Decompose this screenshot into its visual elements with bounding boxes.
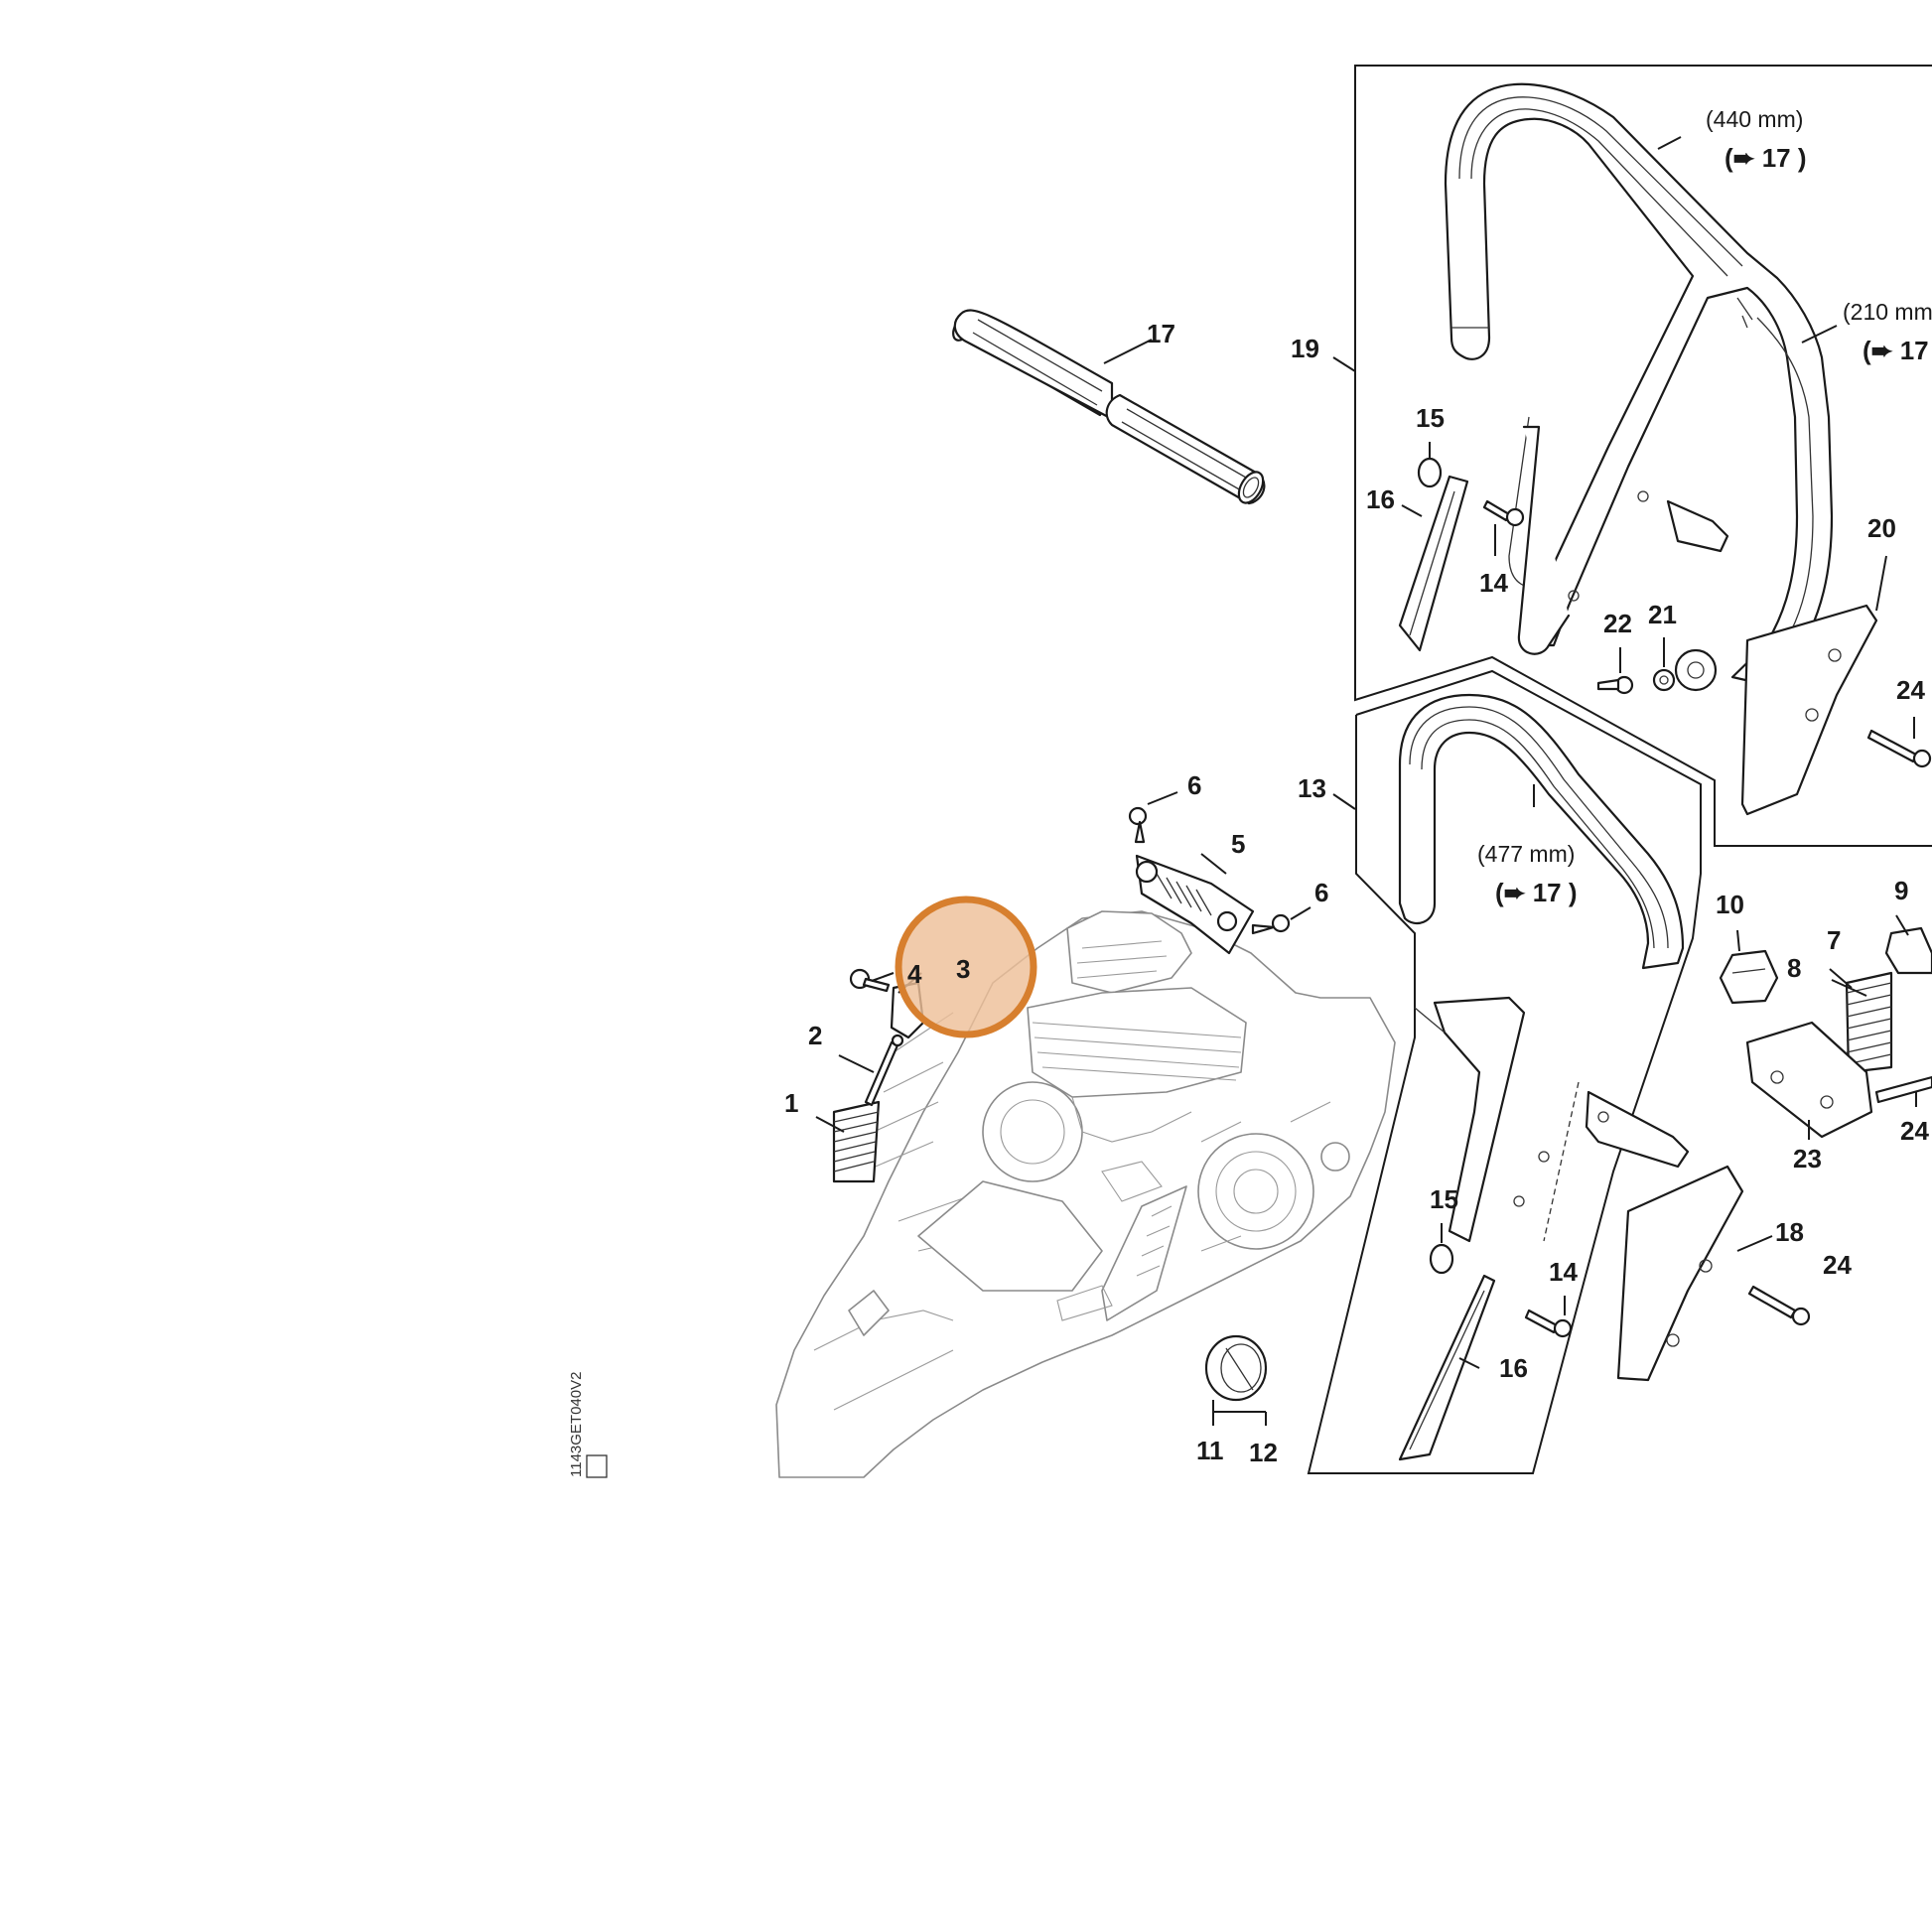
callout-8[interactable]: 8 [1787,953,1801,983]
dimension-annotations: (440 mm) (➨ 17 ) (210 mm (➨ 17 (477 mm) … [1477,106,1932,907]
dimension-440: (440 mm) [1706,106,1803,132]
callout-16-upper[interactable]: 16 [1366,484,1395,514]
drawing-code: 1143GET040V2 [568,1372,608,1478]
upper-handlebar-frame [1354,65,1932,847]
dimension-210: (210 mm [1843,299,1932,325]
callout-labels: 1 2 3 4 5 6 6 7 8 9 10 11 12 13 14 14 15… [784,319,1929,1467]
callout-5[interactable]: 5 [1231,829,1245,859]
callout-20[interactable]: 20 [1867,513,1896,543]
dimension-477: (477 mm) [1477,841,1575,867]
callout-7[interactable]: 7 [1827,925,1841,955]
callout-19[interactable]: 19 [1291,334,1319,363]
callout-9[interactable]: 9 [1894,876,1908,905]
callout-13[interactable]: 13 [1298,773,1326,803]
handlebar-upper [1444,82,1834,692]
dimension-210-ref: (➨ 17 [1863,336,1929,365]
callout-2[interactable]: 2 [808,1021,822,1050]
lower-handlebar-frame [1307,669,1702,1474]
callout-24-upper[interactable]: 24 [1896,675,1925,705]
callout-11[interactable]: 11 [1196,1436,1224,1465]
callout-16-lower[interactable]: 16 [1499,1353,1528,1383]
handlebar-lower [1398,693,1690,1243]
chainsaw-powerhead [775,910,1396,1478]
leader-lines [815,136,1917,1426]
callout-23[interactable]: 23 [1793,1144,1822,1173]
callout-14-upper[interactable]: 14 [1479,568,1508,598]
drawing-code-text: 1143GET040V2 [568,1372,585,1477]
callout-15-lower[interactable]: 15 [1430,1184,1458,1214]
callout-highlight-circle[interactable] [895,896,1037,1038]
callout-15-upper[interactable]: 15 [1416,403,1445,433]
callout-12[interactable]: 12 [1249,1438,1278,1467]
dimension-477-ref: (➨ 17 ) [1495,878,1578,907]
callout-22[interactable]: 22 [1603,609,1632,638]
dimension-440-ref: (➨ 17 ) [1725,143,1807,173]
callout-24-lower[interactable]: 24 [1823,1250,1852,1280]
small-parts [832,457,1932,1461]
grip-tubes [952,309,1266,505]
callout-3[interactable]: 3 [956,954,970,984]
boundary-frames [1307,65,1932,1474]
callout-24-mid[interactable]: 24 [1900,1116,1929,1146]
callout-4[interactable]: 4 [907,959,922,989]
callout-18[interactable]: 18 [1775,1217,1804,1247]
callout-17[interactable]: 17 [1147,319,1175,348]
callout-6-lower[interactable]: 6 [1314,878,1328,907]
callout-6-upper[interactable]: 6 [1187,770,1201,800]
callout-14-lower[interactable]: 14 [1549,1257,1578,1287]
callout-10[interactable]: 10 [1716,890,1744,919]
callout-1[interactable]: 1 [784,1088,798,1118]
callout-21[interactable]: 21 [1648,600,1677,629]
